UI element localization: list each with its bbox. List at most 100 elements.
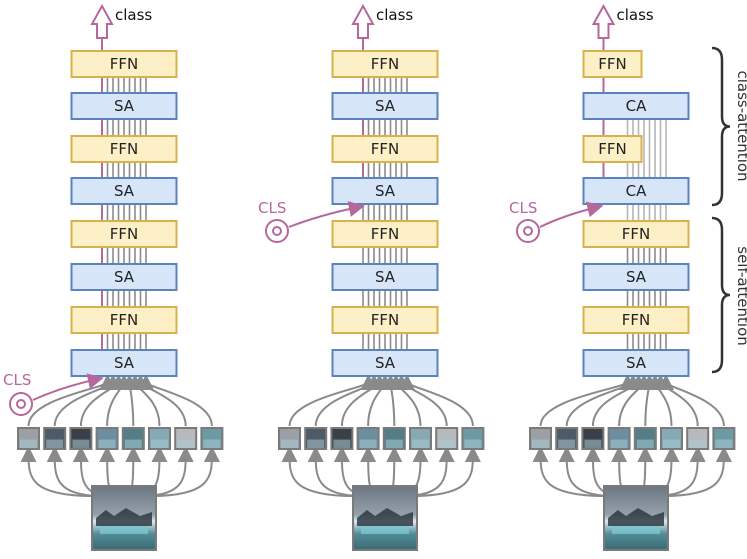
sa-block [331, 177, 439, 205]
cls-token-icon-inner [272, 226, 282, 236]
image-to-patch-arrow [46, 446, 103, 497]
ffn-label: FFN [598, 55, 626, 73]
ca-label: CA [626, 97, 647, 115]
image-to-patch-arrow [558, 446, 615, 497]
ffn-block [70, 220, 178, 248]
cls-label: CLS [3, 371, 31, 389]
ffn-label: FFN [371, 140, 399, 158]
ffn-label: FFN [371, 311, 399, 329]
cls-insert-arrow [539, 201, 604, 228]
ffn-block [582, 220, 690, 248]
patch-connector [539, 374, 636, 427]
image-patch-detail [385, 439, 403, 448]
image-patch-detail [584, 439, 602, 448]
ffn-label: FFN [622, 311, 650, 329]
sa-label: SA [114, 97, 135, 115]
sa-label: SA [626, 268, 647, 286]
class-attention-bracket [711, 46, 731, 207]
iceberg-shape [96, 508, 152, 526]
ice-shape [612, 526, 660, 534]
image-to-patch-arrow [661, 446, 732, 497]
ffn-block [582, 50, 643, 78]
iceberg-shape [357, 508, 413, 526]
image-patch-detail [151, 439, 168, 448]
ffn-block [70, 135, 178, 163]
image-to-patch-arrow [149, 446, 220, 497]
sa-label: SA [375, 182, 396, 200]
ffn-label: FFN [110, 311, 138, 329]
class-output-label: class [115, 6, 152, 24]
image-patch-detail [307, 439, 325, 448]
image-to-patch-arrow [20, 446, 95, 497]
ffn-block [331, 220, 439, 248]
image-to-patch-arrow [281, 446, 356, 497]
image-to-patch-arrow [532, 446, 607, 497]
image-patch-detail [715, 439, 733, 448]
sa-block [331, 263, 439, 291]
image-patch-detail [281, 439, 298, 448]
ice-shape [100, 526, 148, 534]
patch-connector [641, 374, 658, 427]
image-patch-detail [203, 439, 221, 448]
sa-label: SA [375, 97, 396, 115]
sa-label: SA [114, 268, 135, 286]
ffn-label: FFN [110, 140, 138, 158]
sa-block [331, 92, 439, 120]
sa-block [331, 349, 439, 377]
sa-block [582, 349, 690, 377]
ffn-label: FFN [371, 55, 399, 73]
ffn-label: FFN [371, 225, 399, 243]
patch-connector [658, 374, 725, 427]
ffn-block [331, 306, 439, 334]
patch-connector [138, 374, 213, 427]
class-output-label: class [617, 6, 654, 24]
image-to-patch-arrow [410, 446, 481, 497]
ffn-block [582, 135, 643, 163]
ffn-block [331, 50, 439, 78]
up-arrow-icon [591, 3, 616, 39]
patch-connector [591, 374, 647, 427]
ffn-label: FFN [110, 55, 138, 73]
image-patch-detail [124, 439, 142, 448]
image-patch-detail [333, 439, 351, 448]
sa-block [582, 263, 690, 291]
cls-label: CLS [258, 199, 286, 217]
iceberg-shape [608, 508, 664, 526]
self-attention-label: self-attention [734, 246, 747, 346]
image-to-patch-arrow [307, 446, 364, 497]
image-patch-detail [20, 439, 37, 448]
ffn-label: FFN [598, 140, 626, 158]
image-patch-detail [359, 439, 377, 448]
sa-block [70, 92, 178, 120]
ffn-label: FFN [622, 225, 650, 243]
ffn-block [582, 306, 690, 334]
image-patch-detail [689, 439, 707, 448]
ffn-block [331, 135, 439, 163]
cls-token-icon-inner [523, 226, 533, 236]
sa-block [70, 177, 178, 205]
up-arrow-icon [90, 3, 114, 39]
patch-connector [618, 374, 652, 427]
cls-insert-arrow [32, 373, 104, 401]
sa-block [70, 263, 178, 291]
patch-connector [121, 374, 138, 427]
sa-label: SA [375, 268, 396, 286]
ice-shape [361, 526, 409, 534]
image-patch-detail [438, 439, 456, 448]
image-patch-detail [532, 439, 549, 448]
image-patch-detail [177, 439, 195, 448]
patch-connector [382, 374, 399, 427]
image-patch-detail [558, 439, 576, 448]
cls-token-icon-inner [16, 399, 26, 409]
patch-connector [27, 374, 116, 427]
class-output-label: class [376, 6, 413, 24]
up-arrow-icon [351, 3, 375, 39]
cls-insert-arrow [288, 201, 365, 228]
patch-connector [565, 374, 641, 427]
image-patch-detail [610, 439, 628, 448]
sa-label: SA [375, 354, 396, 372]
image-patch-detail [663, 439, 680, 448]
class-attention-label: class-attention [734, 70, 747, 181]
